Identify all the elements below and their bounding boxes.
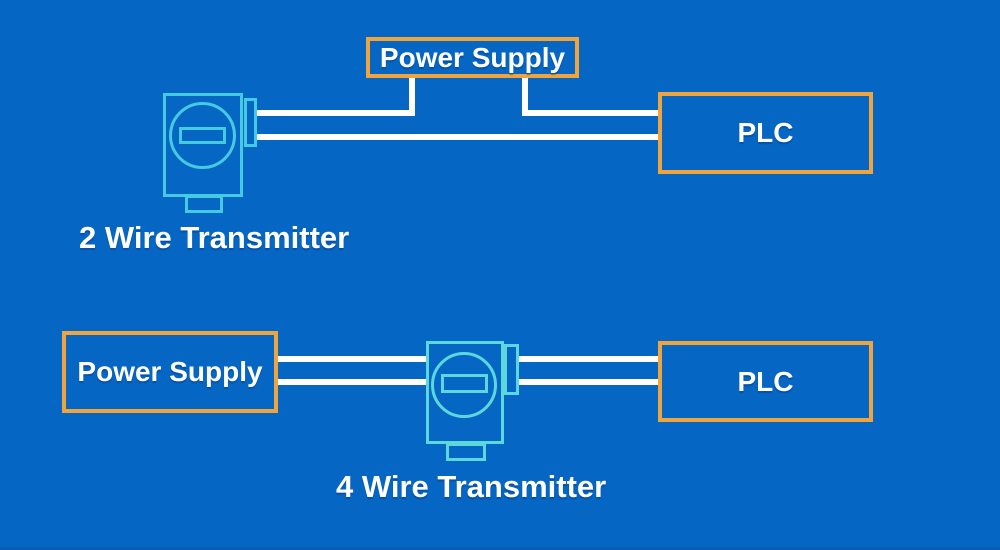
wire-transmitter-to-plc-return bbox=[256, 134, 658, 140]
wire-supply-to-plc bbox=[522, 110, 658, 116]
transmitter-terminal-block bbox=[244, 98, 257, 147]
transmitter-dial bbox=[431, 352, 497, 418]
transmitter-display bbox=[179, 127, 226, 144]
transmitter-terminal-block bbox=[504, 344, 519, 395]
two-wire-transmitter-label: 2 Wire Transmitter bbox=[79, 220, 350, 255]
power-supply-box: Power Supply bbox=[62, 331, 278, 413]
power-supply-box: Power Supply bbox=[366, 37, 579, 78]
transmitter-neck bbox=[446, 443, 486, 461]
four-wire-transmitter-label: 4 Wire Transmitter bbox=[336, 469, 607, 504]
wire-transmitter-to-plc-top bbox=[519, 356, 658, 362]
image-bottom-edge bbox=[0, 547, 1000, 550]
plc-box: PLC bbox=[658, 341, 873, 422]
wire-supply-right-drop bbox=[522, 74, 528, 116]
power-supply-label: Power Supply bbox=[379, 41, 566, 73]
plc-label: PLC bbox=[737, 365, 794, 397]
wire-supply-to-transmitter-bottom bbox=[278, 379, 426, 385]
plc-box: PLC bbox=[658, 92, 873, 174]
transmitter-neck bbox=[185, 195, 223, 213]
plc-label: PLC bbox=[737, 117, 794, 148]
transmitter-dial bbox=[169, 102, 236, 169]
wire-transmitter-to-supply bbox=[256, 110, 415, 116]
power-supply-label: Power Supply bbox=[77, 356, 263, 387]
wire-supply-left-drop bbox=[409, 74, 415, 116]
wire-transmitter-to-plc-bottom bbox=[519, 379, 658, 385]
wire-supply-to-transmitter-top bbox=[278, 356, 426, 362]
transmitter-display bbox=[441, 374, 488, 393]
